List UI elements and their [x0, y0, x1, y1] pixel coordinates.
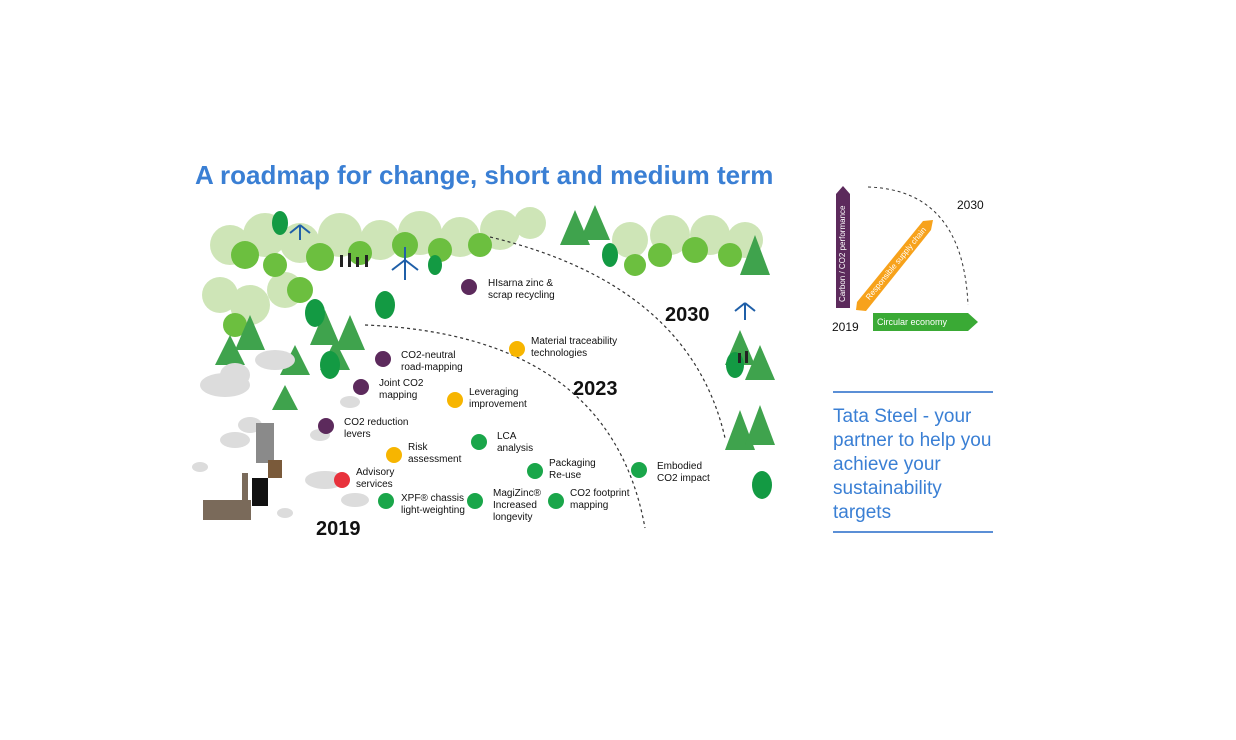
yellow-dot: [509, 341, 525, 357]
green-dot: [467, 493, 483, 509]
green-dot: [378, 493, 394, 509]
round-trees: [223, 232, 742, 337]
page-title: A roadmap for change, short and medium t…: [195, 160, 774, 190]
landscape-illustration: [192, 205, 775, 529]
purple-dot: [353, 379, 369, 395]
mini-year-start: 2019: [832, 320, 859, 334]
year-2019: 2019: [316, 518, 361, 540]
teardrop-trees: [272, 211, 772, 499]
mini-year-end: 2030: [957, 198, 984, 212]
purple-dot: [375, 351, 391, 367]
green-dot: [631, 462, 647, 478]
item-label: HIsarna zinc &scrap recycling: [488, 278, 555, 301]
factory-icon: [203, 423, 282, 520]
horizontal-axis-label: Circular economy: [877, 317, 948, 327]
yellow-dot: [386, 447, 402, 463]
yellow-dot: [447, 392, 463, 408]
vertical-axis-label: Carbon / CO2 performance: [838, 205, 847, 303]
arc-2030: [489, 236, 726, 439]
year-2030: 2030: [665, 304, 710, 326]
wind-turbines: [289, 224, 756, 320]
green-dot: [548, 493, 564, 509]
green-dot: [471, 434, 487, 450]
red-dot: [334, 472, 350, 488]
green-dot: [527, 463, 543, 479]
purple-dot: [318, 418, 334, 434]
clouds: [192, 350, 369, 518]
divider-top: [833, 391, 993, 393]
divider-bottom: [833, 531, 993, 533]
tagline: Tata Steel - your partner to help you ac…: [833, 406, 992, 523]
horizontal-arrow: [873, 313, 978, 331]
year-2023: 2023: [573, 378, 618, 400]
arc-2023: [364, 324, 646, 529]
people-silhouettes: [340, 253, 748, 363]
mini-strategy-diagram: [836, 186, 978, 331]
diagonal-arrow: [856, 220, 933, 311]
purple-dot: [461, 279, 477, 295]
vertical-arrow: [836, 186, 850, 308]
